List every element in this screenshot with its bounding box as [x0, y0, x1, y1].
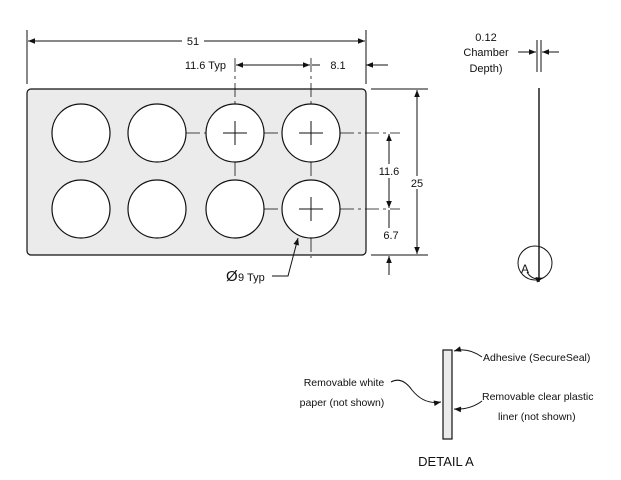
label-overall-height: 25 [411, 178, 423, 190]
label-row-pitch: 11.6 [379, 166, 400, 178]
detail-callout-circle [517, 245, 553, 281]
label-liner-line2: liner (not shown) [498, 411, 576, 423]
label-chamber-depth-value: 0.12 [475, 32, 496, 44]
detail-title: DETAIL A [418, 454, 474, 469]
label-pitch-typ: 11.6 Typ [185, 60, 226, 72]
dim-chamber-depth [518, 40, 559, 72]
label-bottom-offset: 6.7 [383, 230, 398, 242]
diameter-leader [272, 237, 299, 277]
dim-overall-height [371, 88, 428, 256]
label-overall-width: 51 [187, 36, 199, 48]
detail-callout-arrow [526, 271, 544, 283]
label-liner-line1: Removable clear plastic [482, 391, 593, 403]
well-hole [51, 179, 111, 239]
leader-adhesive [453, 346, 483, 358]
detail-layer-stack [442, 349, 453, 440]
well-hole [127, 103, 187, 163]
detail-callout-letter: A [521, 262, 529, 276]
leader-liner [453, 400, 483, 413]
label-chamber-depth-line2: Depth) [469, 63, 502, 75]
label-paper-line2: paper (not shown) [300, 397, 385, 409]
label-hole-diameter: 9 Typ [238, 272, 265, 284]
leader-paper [390, 379, 442, 406]
centerlines [186, 58, 400, 258]
label-paper-line1: Removable white [304, 377, 385, 389]
well-hole [127, 179, 187, 239]
label-edge-offset: 8.1 [330, 60, 345, 72]
plate-outline [26, 88, 367, 256]
label-adhesive: Adhesive (SecureSeal) [483, 352, 590, 364]
well-hole [51, 103, 111, 163]
label-chamber-depth-line1: Chamber [463, 47, 509, 59]
well-hole [205, 179, 265, 239]
diameter-symbol: Ø [226, 268, 238, 285]
center-mark [223, 121, 323, 221]
